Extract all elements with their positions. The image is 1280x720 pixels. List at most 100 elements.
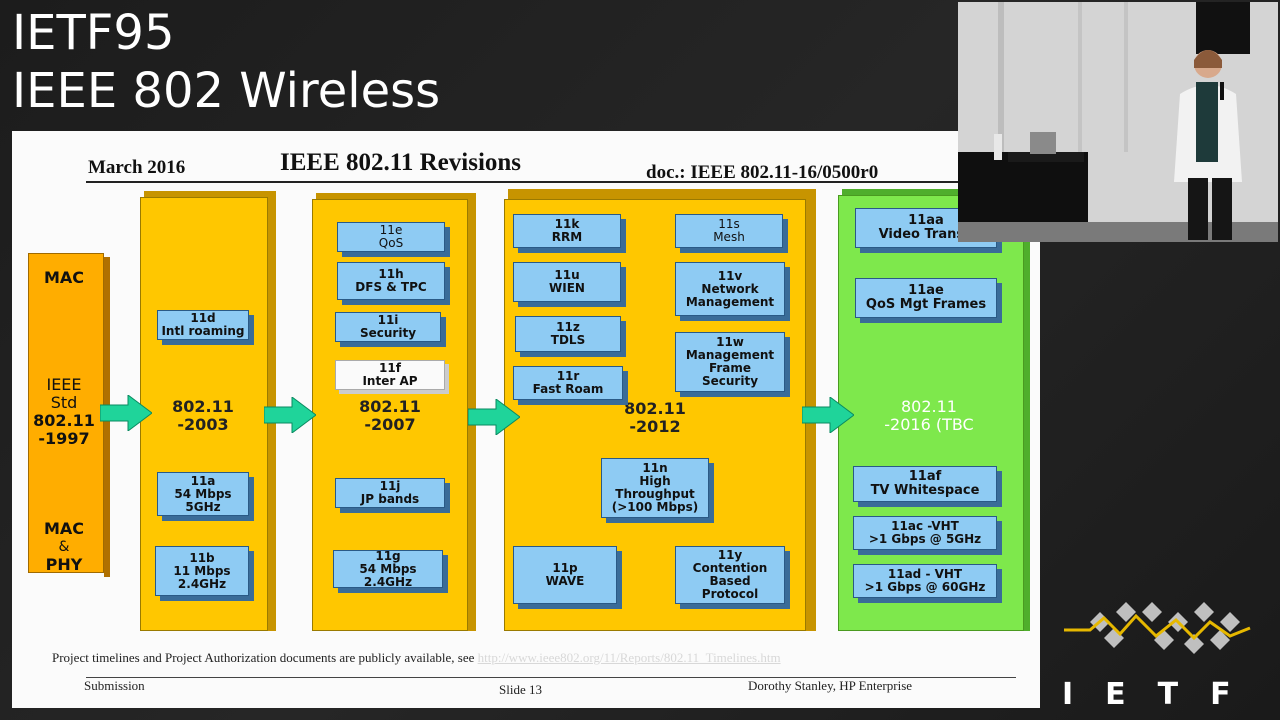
box-11i-id: 11i xyxy=(377,313,399,327)
box-11af-id: 11af xyxy=(908,469,942,484)
box-11ae: 11ae QoS Mgt Frames xyxy=(855,278,997,318)
session-title: IETF95 IEEE 802 Wireless xyxy=(12,4,440,120)
box-11g: 11g 54 Mbps 2.4GHz xyxy=(333,549,443,589)
box-11z: 11z TDLS xyxy=(515,316,621,352)
col4-name2: -2016 (TBC xyxy=(884,415,974,434)
col0-name1: IEEE xyxy=(46,375,82,394)
box-11af-desc: TV Whitespace xyxy=(870,483,980,498)
box-11aa-id: 11aa xyxy=(908,213,944,228)
right-arrow-icon xyxy=(802,397,854,433)
col1-name: 802.11 -2003 xyxy=(141,398,265,434)
footer-submission: Submission xyxy=(84,678,145,693)
col0-bottom: MAC & PHY xyxy=(29,520,99,574)
col-2003: 802.11 -2003 11d Intl roaming 11a 54 Mbp… xyxy=(140,197,268,631)
footer-author: Dorothy Stanley, HP Enterprise xyxy=(748,678,913,693)
slide-doc-id: doc.: IEEE 802.11-16/0500r0 xyxy=(646,162,879,183)
box-11af: 11af TV Whitespace xyxy=(853,466,997,502)
box-11h: 11h DFS & TPC xyxy=(337,262,445,300)
box-11v-id: 11v xyxy=(717,268,743,283)
right-arrow-icon xyxy=(468,399,520,435)
box-11f-desc: Inter AP xyxy=(362,374,418,388)
timelines-link[interactable]: http://www.ieee802.org/11/Reports/802.11… xyxy=(477,650,781,665)
speaker-video xyxy=(958,2,1278,242)
box-11y-desc3: Protocol xyxy=(701,587,759,601)
footer-note-text: Project timelines and Project Authorizat… xyxy=(52,650,475,665)
box-11r-id: 11r xyxy=(556,369,580,383)
col3-name1: 802.11 xyxy=(624,399,686,418)
col0-bottom2: & xyxy=(58,539,70,555)
box-11e: 11e QoS xyxy=(337,222,445,252)
box-11k-desc: RRM xyxy=(551,230,583,244)
col0-name2: Std xyxy=(50,393,78,412)
box-11a-desc2: 5GHz xyxy=(185,499,221,514)
right-arrow-icon xyxy=(100,395,152,431)
box-11b-id: 11b xyxy=(189,550,215,565)
box-11u: 11u WIEN xyxy=(513,262,621,302)
box-11ae-desc: QoS Mgt Frames xyxy=(865,297,987,312)
box-11p: 11p WAVE xyxy=(513,546,617,604)
col3-name2: -2012 xyxy=(629,417,681,436)
box-11w-id: 11w xyxy=(716,335,744,349)
box-11a-id: 11a xyxy=(190,473,216,488)
box-11y-desc1: Contention xyxy=(692,561,768,575)
box-11w-desc1: Management xyxy=(685,348,775,362)
col0-top: MAC xyxy=(43,268,85,287)
box-11ac: 11ac -VHT >1 Gbps @ 5GHz xyxy=(853,516,997,550)
col0-name4: -1997 xyxy=(38,429,90,448)
col0-name3: 802.11 xyxy=(33,411,95,430)
col0-name: IEEE Std 802.11 -1997 xyxy=(29,376,99,448)
col3-name: 802.11 -2012 xyxy=(605,400,705,436)
box-11g-desc1: 54 Mbps xyxy=(359,561,417,576)
box-11n-desc3: (>100 Mbps) xyxy=(611,500,699,514)
footer-divider xyxy=(86,677,1016,678)
box-11z-id: 11z xyxy=(556,320,580,334)
box-11w-desc2: Frame xyxy=(708,361,752,375)
footer-slide-number: Slide 13 xyxy=(499,682,542,697)
slide: March 2016 IEEE 802.11 Revisions doc.: I… xyxy=(12,131,1040,708)
ietf-logo-icon xyxy=(1064,602,1251,654)
box-11g-desc2: 2.4GHz xyxy=(363,574,413,589)
box-11d-id: 11d xyxy=(190,311,216,325)
box-11n-desc2: Throughput xyxy=(615,487,695,501)
box-11ad-desc: >1 Gbps @ 60GHz xyxy=(864,580,986,594)
box-11v-desc2: Management xyxy=(685,294,775,309)
box-11k: 11k RRM xyxy=(513,214,621,248)
box-11s-desc: Mesh xyxy=(713,230,745,244)
box-11v: 11v Network Management xyxy=(675,262,785,316)
box-11f-id: 11f xyxy=(379,361,401,375)
box-11w: 11w Management Frame Security xyxy=(675,332,785,392)
footer-note: Project timelines and Project Authorizat… xyxy=(52,650,781,666)
box-11y: 11y Contention Based Protocol xyxy=(675,546,785,604)
speaker-video-image xyxy=(958,2,1278,242)
col0-bottom3: PHY xyxy=(45,555,83,574)
slide-title: IEEE 802.11 Revisions xyxy=(280,149,522,176)
box-11a: 11a 54 Mbps 5GHz xyxy=(157,472,249,516)
col1-topshade xyxy=(144,191,276,199)
box-11e-id: 11e xyxy=(379,223,403,237)
box-11z-desc: TDLS xyxy=(550,333,586,347)
box-11b: 11b 11 Mbps 2.4GHz xyxy=(155,546,249,596)
box-11e-desc: QoS xyxy=(378,236,404,250)
right-arrow-icon xyxy=(264,397,316,433)
box-11y-id: 11y xyxy=(717,548,743,562)
box-11ac-desc: >1 Gbps @ 5GHz xyxy=(868,532,982,546)
col-1997: MAC IEEE Std 802.11 -1997 MAC & PHY xyxy=(28,253,104,574)
box-11s: 11s Mesh xyxy=(675,214,783,248)
header-divider xyxy=(86,181,1036,183)
box-11r: 11r Fast Roam xyxy=(513,366,623,400)
box-11j-id: 11j xyxy=(379,479,401,493)
box-11y-desc2: Based xyxy=(709,574,751,588)
box-11d-desc: Intl roaming xyxy=(161,324,245,338)
col4-name1: 802.11 xyxy=(901,397,957,416)
box-11s-id: 11s xyxy=(718,217,740,231)
col-2007: 802.11 -2007 11e QoS 11h DFS & TPC 11i S… xyxy=(312,199,468,631)
col1-name2: -2003 xyxy=(177,415,229,434)
box-11ad: 11ad - VHT >1 Gbps @ 60GHz xyxy=(853,564,997,598)
col2-name1: 802.11 xyxy=(359,397,421,416)
col1-name1: 802.11 xyxy=(172,397,234,416)
ietf-logo-text: IETF xyxy=(1062,677,1263,712)
box-11ad-id: 11ad - VHT xyxy=(887,567,963,581)
box-11ae-id: 11ae xyxy=(908,283,944,298)
box-11a-desc1: 54 Mbps xyxy=(174,486,232,501)
col4-topshade xyxy=(842,189,1030,197)
